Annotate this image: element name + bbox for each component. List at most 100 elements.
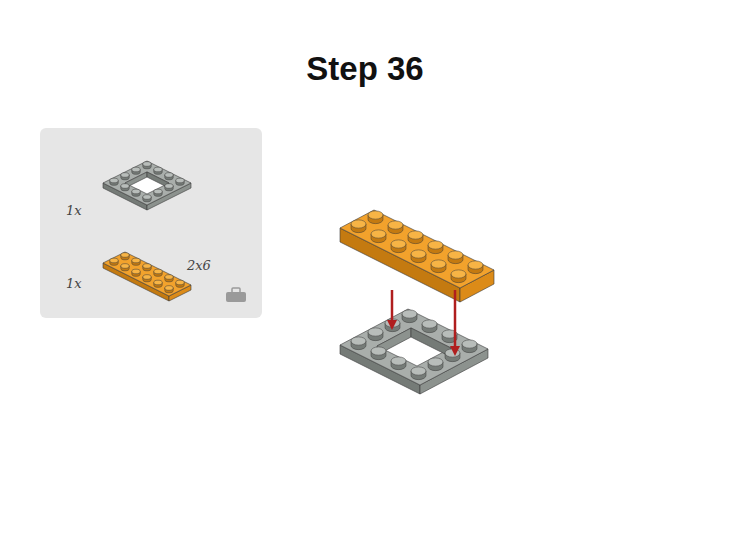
stud — [462, 340, 477, 353]
stud — [165, 173, 173, 180]
stud — [451, 270, 466, 283]
stud — [143, 275, 151, 282]
stud-top — [121, 184, 129, 189]
lego-plate — [340, 210, 494, 302]
stud — [132, 269, 140, 276]
stud — [428, 241, 443, 254]
stud-top — [132, 189, 140, 194]
stud — [371, 347, 386, 360]
stud — [143, 264, 151, 271]
plate-top — [340, 210, 494, 288]
stud — [448, 251, 463, 264]
plate-hole — [377, 328, 451, 366]
quantity-label: 1x — [66, 276, 82, 291]
stud-top — [176, 280, 184, 285]
stud — [165, 275, 173, 282]
briefcase-icon — [226, 288, 246, 302]
stud-top — [143, 264, 151, 269]
stud-top — [165, 275, 173, 280]
stud — [165, 286, 173, 293]
stud-top — [154, 269, 162, 274]
arrow-head — [450, 346, 460, 356]
stud-top — [143, 195, 151, 200]
stud — [143, 162, 151, 169]
stud-top — [121, 173, 129, 178]
stud — [351, 220, 366, 233]
stud-top — [110, 258, 118, 263]
stud-top — [132, 269, 140, 274]
stud — [121, 173, 129, 180]
stud — [176, 178, 184, 185]
stud — [368, 211, 383, 224]
arrow-shaft — [454, 290, 457, 348]
stud-top — [468, 261, 483, 269]
stud — [388, 221, 403, 234]
stud — [154, 167, 162, 174]
stud — [154, 269, 162, 276]
stud — [121, 184, 129, 191]
stud-top — [422, 320, 437, 328]
stud — [408, 231, 423, 244]
stud — [468, 261, 483, 274]
lego-plate — [103, 161, 191, 210]
stud-top — [351, 337, 366, 345]
stud-top — [391, 240, 406, 248]
stud — [411, 250, 426, 263]
stud — [391, 357, 406, 370]
stud-top — [371, 347, 386, 355]
stud — [368, 328, 383, 341]
stud-top — [428, 358, 443, 366]
stud — [121, 253, 129, 260]
stud-top — [391, 357, 406, 365]
stud-top — [132, 258, 140, 263]
stud-top — [351, 220, 366, 228]
stud-top — [143, 275, 151, 280]
stud — [385, 319, 400, 332]
stud-top — [411, 367, 426, 375]
quantity-label: 1x — [66, 203, 82, 218]
stud — [132, 167, 140, 174]
placement-arrow — [387, 290, 397, 330]
stud-top — [388, 221, 403, 229]
plate-hole — [125, 172, 169, 194]
stud-top — [448, 251, 463, 259]
parts-panel — [40, 128, 262, 318]
parts-group — [103, 161, 191, 301]
stud-top — [132, 167, 140, 172]
stud — [110, 178, 118, 185]
assembly-group — [340, 210, 494, 394]
stud-top — [121, 253, 129, 258]
placement-arrow — [450, 290, 460, 356]
lego-plate — [103, 252, 191, 301]
stud-top — [371, 230, 386, 238]
stud — [121, 264, 129, 271]
stud-top — [368, 211, 383, 219]
plate-top — [103, 252, 191, 296]
stud-top — [110, 178, 118, 183]
stud-top — [402, 310, 417, 318]
stud — [422, 320, 437, 333]
stud — [428, 358, 443, 371]
stud-top — [431, 260, 446, 268]
stud-top — [121, 264, 129, 269]
stud — [132, 189, 140, 196]
plate-top — [103, 161, 191, 205]
stud-top — [176, 178, 184, 183]
stud — [154, 280, 162, 287]
stud — [402, 310, 417, 323]
part-size-label: 2x6 — [187, 258, 211, 273]
stud — [176, 280, 184, 287]
stud-top — [451, 270, 466, 278]
stud — [431, 260, 446, 273]
stud — [391, 240, 406, 253]
stud-top — [143, 162, 151, 167]
stud-top — [165, 173, 173, 178]
stud-top — [411, 250, 426, 258]
stud — [143, 195, 151, 202]
stud — [371, 230, 386, 243]
stud-top — [165, 184, 173, 189]
stud — [110, 258, 118, 265]
arrow-head — [387, 320, 397, 330]
arrow-shaft — [391, 290, 394, 322]
stud-top — [165, 286, 173, 291]
